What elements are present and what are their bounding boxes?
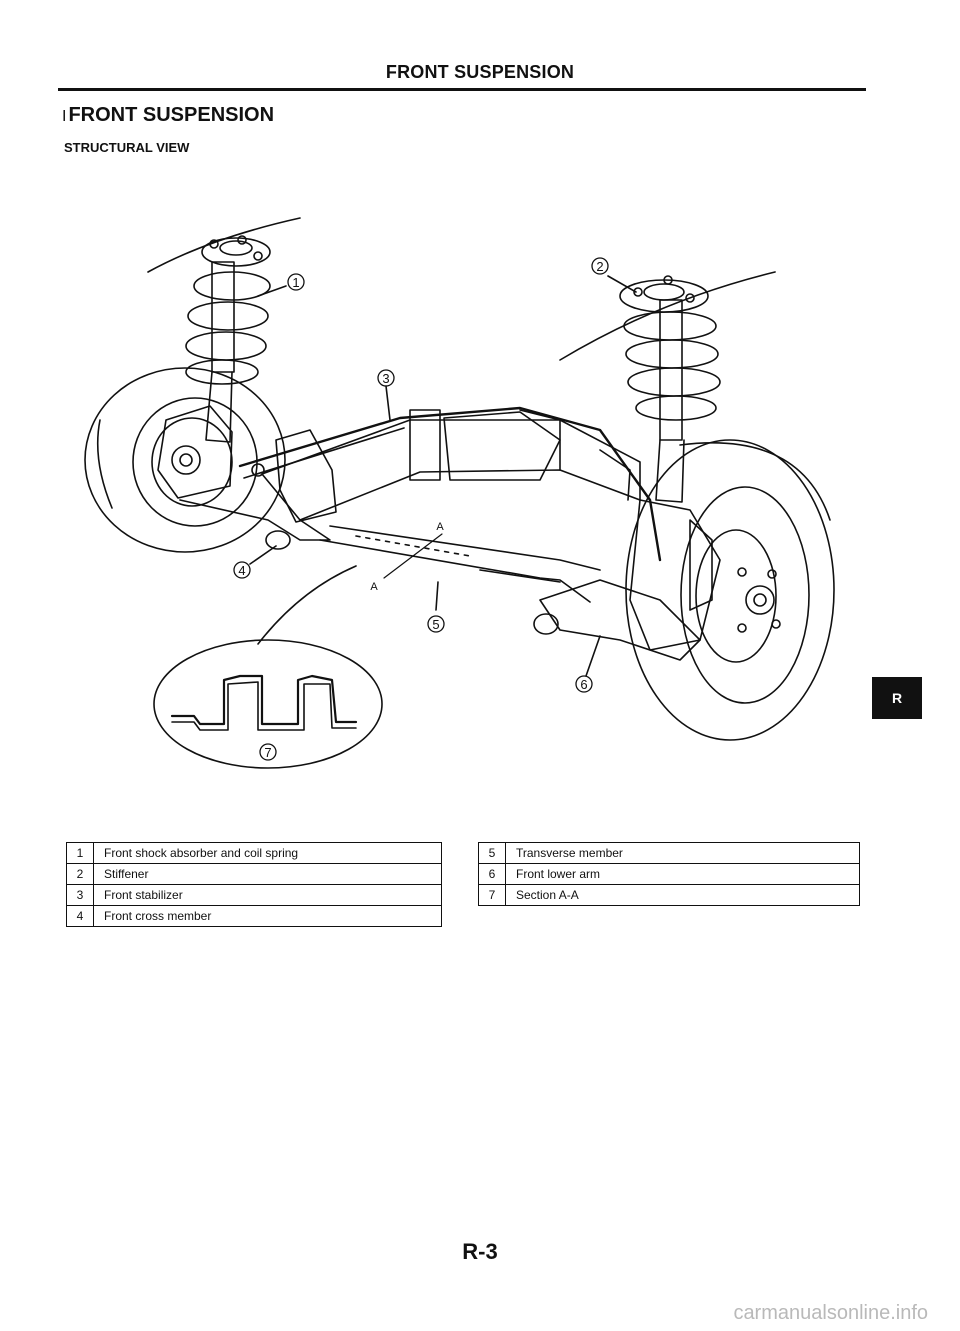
callout-7: 7 xyxy=(259,743,277,761)
svg-text:1: 1 xyxy=(292,275,299,290)
callout-6: 6 xyxy=(575,675,593,693)
section-a-label-bottom: A xyxy=(370,581,378,593)
watermark: carmanualsonline.info xyxy=(733,1302,928,1324)
svg-text:6: 6 xyxy=(580,677,587,692)
suspension-diagram: 1 2 3 4 5 6 7 A A xyxy=(84,217,835,769)
part-number: 6 xyxy=(478,863,506,885)
part-number: 1 xyxy=(66,842,94,864)
part-name: Front cross member xyxy=(93,905,442,927)
cross-member xyxy=(261,409,641,523)
table-row: 5 Transverse member xyxy=(478,842,860,864)
front-stabilizer xyxy=(238,406,662,562)
table-row: 2 Stiffener xyxy=(66,863,442,885)
part-number: 7 xyxy=(478,884,506,906)
transverse-member xyxy=(319,525,601,603)
revision-mark: I xyxy=(62,108,67,125)
svg-text:3: 3 xyxy=(382,371,389,386)
callout-1: 1 xyxy=(287,273,305,291)
part-number: 3 xyxy=(66,884,94,906)
svg-text:4: 4 xyxy=(238,563,245,578)
svg-text:5: 5 xyxy=(432,617,439,632)
svg-text:7: 7 xyxy=(264,745,271,760)
subsection-title: STRUCTURAL VIEW xyxy=(64,140,190,155)
table-row: 3 Front stabilizer xyxy=(66,884,442,906)
part-name: Front stabilizer xyxy=(93,884,442,906)
table-row: 1 Front shock absorber and coil spring xyxy=(66,842,442,864)
header-title: FRONT SUSPENSION xyxy=(385,62,575,82)
part-number: 5 xyxy=(478,842,506,864)
part-name: Transverse member xyxy=(505,842,860,864)
right-wheel xyxy=(625,439,835,741)
part-name: Stiffener xyxy=(93,863,442,885)
front-lower-arm xyxy=(533,579,701,661)
right-strut-assembly xyxy=(619,275,721,503)
callout-3: 3 xyxy=(377,369,395,387)
part-name: Front shock absorber and coil spring xyxy=(93,842,442,864)
section-title-text: FRONT SUSPENSION xyxy=(68,104,275,126)
table-row: 4 Front cross member xyxy=(66,905,442,927)
table-row: 7 Section A-A xyxy=(478,884,860,906)
table-row: 6 Front lower arm xyxy=(478,863,860,885)
left-wheel xyxy=(84,367,286,553)
callout-5: 5 xyxy=(427,615,445,633)
callout-2: 2 xyxy=(591,257,609,275)
section-tab-r: R xyxy=(872,677,922,719)
part-name: Front lower arm xyxy=(505,863,860,885)
callout-4: 4 xyxy=(233,561,251,579)
section-a-a-detail xyxy=(153,639,383,769)
part-number: 2 xyxy=(66,863,94,885)
svg-text:2: 2 xyxy=(596,259,603,274)
parts-table-left: 1 Front shock absorber and coil spring 2… xyxy=(66,842,442,927)
part-number: 4 xyxy=(66,905,94,927)
section-a-label-top: A xyxy=(436,521,444,533)
header-divider xyxy=(58,88,866,91)
part-name: Section A-A xyxy=(505,884,860,906)
left-strut-assembly xyxy=(185,235,271,443)
parts-table-right: 5 Transverse member 6 Front lower arm 7 … xyxy=(478,842,860,906)
page-number: R-3 xyxy=(462,1239,498,1264)
